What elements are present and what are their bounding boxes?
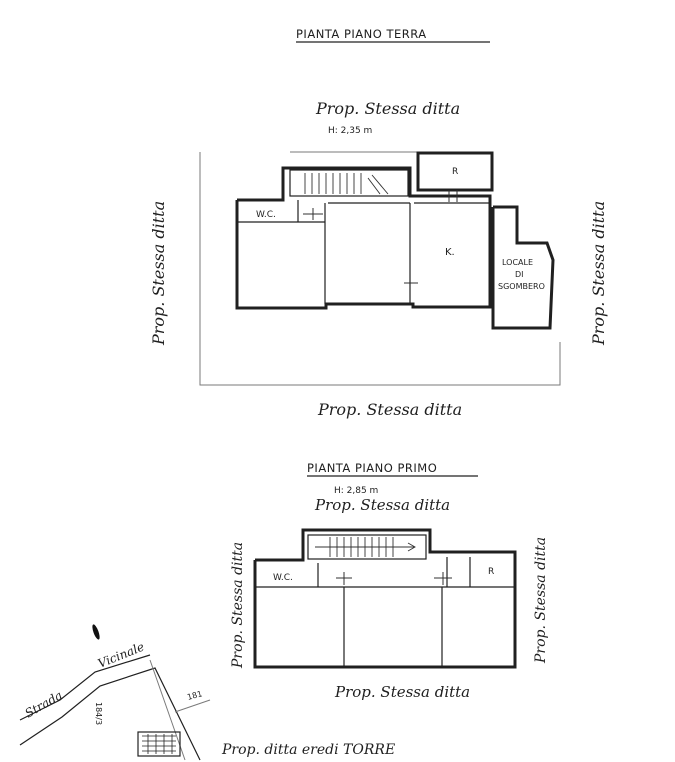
first-outer-walls (253, 528, 517, 669)
parcel-label-b: 181 (186, 689, 203, 702)
road-edge-upper (19, 654, 151, 721)
ground-r-label: R (452, 167, 458, 177)
ground-floor-title: PIANTA PIANO TERRA (296, 27, 427, 41)
ground-room-r (416, 151, 494, 192)
site-owner-label: Prop. ditta eredi TORRE (221, 742, 395, 758)
first-floor-title: PIANTA PIANO PRIMO (307, 461, 437, 475)
ground-wc-label: W.C. (256, 210, 276, 220)
first-stair-treads (315, 537, 416, 557)
ground-south-label: Prop. Stessa ditta (317, 400, 462, 419)
first-north-label: Prop. Stessa ditta (314, 496, 450, 514)
first-wc-label: W.C. (273, 573, 293, 583)
ground-height-label: H: 2,35 m (328, 126, 372, 136)
ground-north-label: Prop. Stessa ditta (315, 99, 460, 118)
ground-k-label: K. (445, 247, 455, 258)
ground-property-boundary (199, 152, 561, 386)
ground-west-label: Prop. Stessa ditta (149, 201, 168, 346)
site-building-footprint (137, 731, 181, 757)
first-south-label: Prop. Stessa ditta (334, 683, 470, 701)
ground-storage-label-2: DI (515, 270, 524, 279)
road-edge-lower (19, 667, 201, 761)
first-height-label: H: 2,85 m (334, 486, 378, 496)
ground-storage-label-1: LOCALE (502, 258, 533, 267)
first-east-label: Prop. Stessa ditta (533, 537, 549, 664)
first-stair-block (307, 534, 427, 560)
road-label-vicinale: Vicinale (96, 640, 146, 671)
parcel-label-a: 184/3 (94, 702, 103, 725)
first-r-label: R (488, 567, 494, 577)
ground-stair-treads (304, 173, 389, 195)
ground-east-label: Prop. Stessa ditta (589, 201, 608, 346)
north-arrow-mark (92, 624, 100, 640)
ground-stair-block (289, 169, 409, 197)
ground-storage-label-3: SGOMBERO (498, 282, 545, 291)
road-label-strada: Strada (23, 688, 65, 721)
first-floor-plan: PIANTA PIANO PRIMO H: 2,85 m Prop. Stess… (230, 461, 549, 701)
ground-floor-plan: PIANTA PIANO TERRA Prop. Stessa ditta H:… (149, 27, 608, 419)
ground-outer-walls (235, 166, 492, 310)
first-west-label: Prop. Stessa ditta (230, 542, 246, 669)
ground-storage-annex (491, 205, 555, 330)
